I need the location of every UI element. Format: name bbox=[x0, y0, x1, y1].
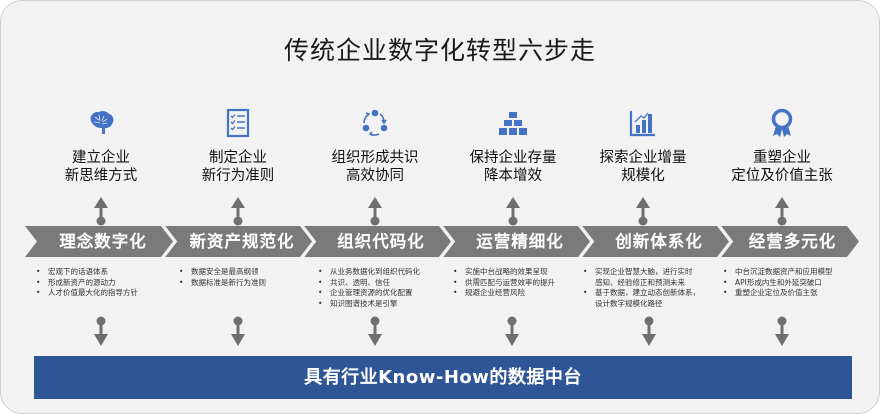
step-goal: 重塑企业 定位及价值主张 bbox=[712, 149, 852, 185]
phase-chevron: 创新体系化 bbox=[581, 226, 729, 257]
phase-bullet-list: 中台沉淀数据资产和应用模型 API形成内生和外延突破口 重塑企业定位及价值主张 bbox=[721, 267, 833, 299]
goal-line: 组织形成共识 bbox=[331, 150, 419, 166]
goal-line: 制定企业 bbox=[209, 150, 267, 166]
data-middle-platform-bar: 具有行业Know-How的数据中台 bbox=[34, 356, 852, 399]
cycle-icon bbox=[359, 107, 391, 139]
growth-chart-icon bbox=[627, 107, 659, 139]
bullet-item: API形成内生和外延突破口 bbox=[721, 278, 833, 289]
phase-label: 新资产规范化 bbox=[189, 232, 295, 251]
phase-chevron: 运营精细化 bbox=[442, 226, 590, 257]
goal-line: 新行为准则 bbox=[201, 168, 275, 184]
step-goal: 保持企业存量 降本增效 bbox=[443, 149, 583, 185]
bullet-item: 实施中台战略的效果呈现 bbox=[451, 267, 555, 278]
up-arrow-icon bbox=[231, 197, 245, 226]
phase-bullet-list: 实施中台战略的效果呈现 供需匹配与运营效率的提升 规避企业经营风险 bbox=[451, 267, 555, 299]
bullet-item: 重塑企业定位及价值主张 bbox=[721, 288, 833, 299]
goal-line: 定位及价值主张 bbox=[731, 168, 833, 184]
phase-label: 运营精细化 bbox=[476, 232, 564, 251]
goal-line: 建立企业 bbox=[72, 150, 130, 166]
goal-line: 探索企业增量 bbox=[599, 150, 687, 166]
phase-bullet-list: 数据安全是最高纲领 数据标准是新行为准则 bbox=[177, 267, 266, 288]
up-arrow-icon bbox=[368, 197, 382, 226]
bullet-item: 规避企业经营风险 bbox=[451, 288, 555, 299]
bullet-item: 中台沉淀数据资产和应用模型 bbox=[721, 267, 833, 278]
bullet-item: 从业务数据化到组织代码化 bbox=[316, 267, 420, 278]
award-ribbon-icon bbox=[766, 107, 798, 139]
phase-label: 组织代码化 bbox=[337, 232, 425, 251]
step-goal: 探索企业增量 规模化 bbox=[573, 149, 713, 185]
bullet-item-continuation: 设计数字规模化路径 bbox=[595, 298, 663, 308]
down-arrow-icon bbox=[231, 316, 245, 346]
down-arrow-icon bbox=[94, 316, 108, 346]
step-goal: 组织形成共识 高效协同 bbox=[305, 149, 445, 185]
goal-line: 规模化 bbox=[621, 168, 665, 184]
bullet-item: 数据安全是最高纲领 bbox=[177, 267, 266, 278]
goal-line: 重塑企业 bbox=[753, 150, 811, 166]
phase-label: 理念数字化 bbox=[59, 232, 147, 251]
goal-line: 降本增效 bbox=[484, 168, 542, 184]
up-arrow-icon bbox=[636, 197, 650, 226]
phase-label: 经营多元化 bbox=[748, 232, 837, 251]
step-goal: 建立企业 新思维方式 bbox=[31, 149, 171, 185]
bullet-item: 人才价值最大化的指导方针 bbox=[34, 288, 138, 299]
phase-bullet-list: 实现企业智慧大脑，进行实时 感知、经验修正和预测未来 基于数据，建立动态创新体系… bbox=[581, 267, 700, 309]
phase-chevron: 经营多元化 bbox=[720, 226, 859, 257]
down-arrow-icon bbox=[775, 316, 789, 346]
goal-line: 新思维方式 bbox=[64, 168, 138, 184]
bullet-item: 宏观下的话语体系 bbox=[34, 267, 138, 278]
bullet-item: 共识、透明、信任 bbox=[316, 278, 420, 289]
phase-chevron: 理念数字化 bbox=[25, 226, 173, 257]
down-arrow-icon bbox=[368, 316, 382, 346]
bullet-item: 形成新资产的源动力 bbox=[34, 278, 138, 289]
down-arrow-icon bbox=[505, 316, 519, 346]
up-arrow-icon bbox=[94, 197, 108, 226]
gold-bars-icon bbox=[497, 107, 529, 139]
phase-chevron: 组织代码化 bbox=[303, 226, 451, 257]
goal-line: 高效协同 bbox=[346, 168, 404, 184]
bullet-item-continuation: 感知、经验修正和预测未来 bbox=[595, 277, 685, 287]
bullet-item: 数据标准是新行为准则 bbox=[177, 278, 266, 289]
bullet-item: 实现企业智慧大脑，进行实时 bbox=[581, 267, 700, 278]
phase-chevron: 新资产规范化 bbox=[164, 226, 312, 257]
checklist-icon bbox=[222, 107, 254, 139]
phase-label: 创新体系化 bbox=[615, 232, 703, 251]
down-arrow-icon bbox=[642, 316, 656, 346]
bullet-item: 知识图谱技术是引擎 bbox=[316, 299, 420, 310]
diagram-title: 传统企业数字化转型六步走 bbox=[283, 36, 596, 65]
up-arrow-icon bbox=[775, 197, 789, 226]
goal-line: 保持企业存量 bbox=[469, 150, 557, 166]
phase-chevron-band: 理念数字化 新资产规范化 组织代码化 运营精细化 创新体系化 经营多元化 bbox=[25, 226, 859, 257]
phase-bullet-list: 从业务数据化到组织代码化 共识、透明、信任 企业管理资源的优化配置 知识图谱技术… bbox=[316, 267, 420, 309]
up-arrow-icon bbox=[506, 197, 520, 226]
phase-bullet-list: 宏观下的话语体系 形成新资产的源动力 人才价值最大化的指导方针 bbox=[34, 267, 138, 299]
bullet-item: 基于数据，建立动态创新体系， bbox=[581, 288, 700, 299]
brain-icon bbox=[85, 107, 117, 139]
step-goal: 制定企业 新行为准则 bbox=[168, 149, 308, 185]
bullet-item: 企业管理资源的优化配置 bbox=[316, 288, 420, 299]
bullet-item: 供需匹配与运营效率的提升 bbox=[451, 278, 555, 289]
